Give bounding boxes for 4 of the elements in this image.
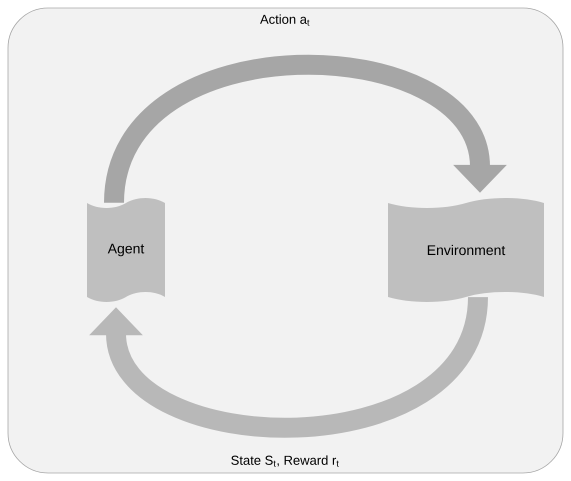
curved-arrow bbox=[104, 54, 507, 204]
edge-label: State S$_{t}$, Reward r$_{t}$ bbox=[228, 453, 342, 469]
curved-arrow bbox=[89, 295, 488, 438]
edge-label: Action a$_{t}$ bbox=[258, 12, 312, 28]
